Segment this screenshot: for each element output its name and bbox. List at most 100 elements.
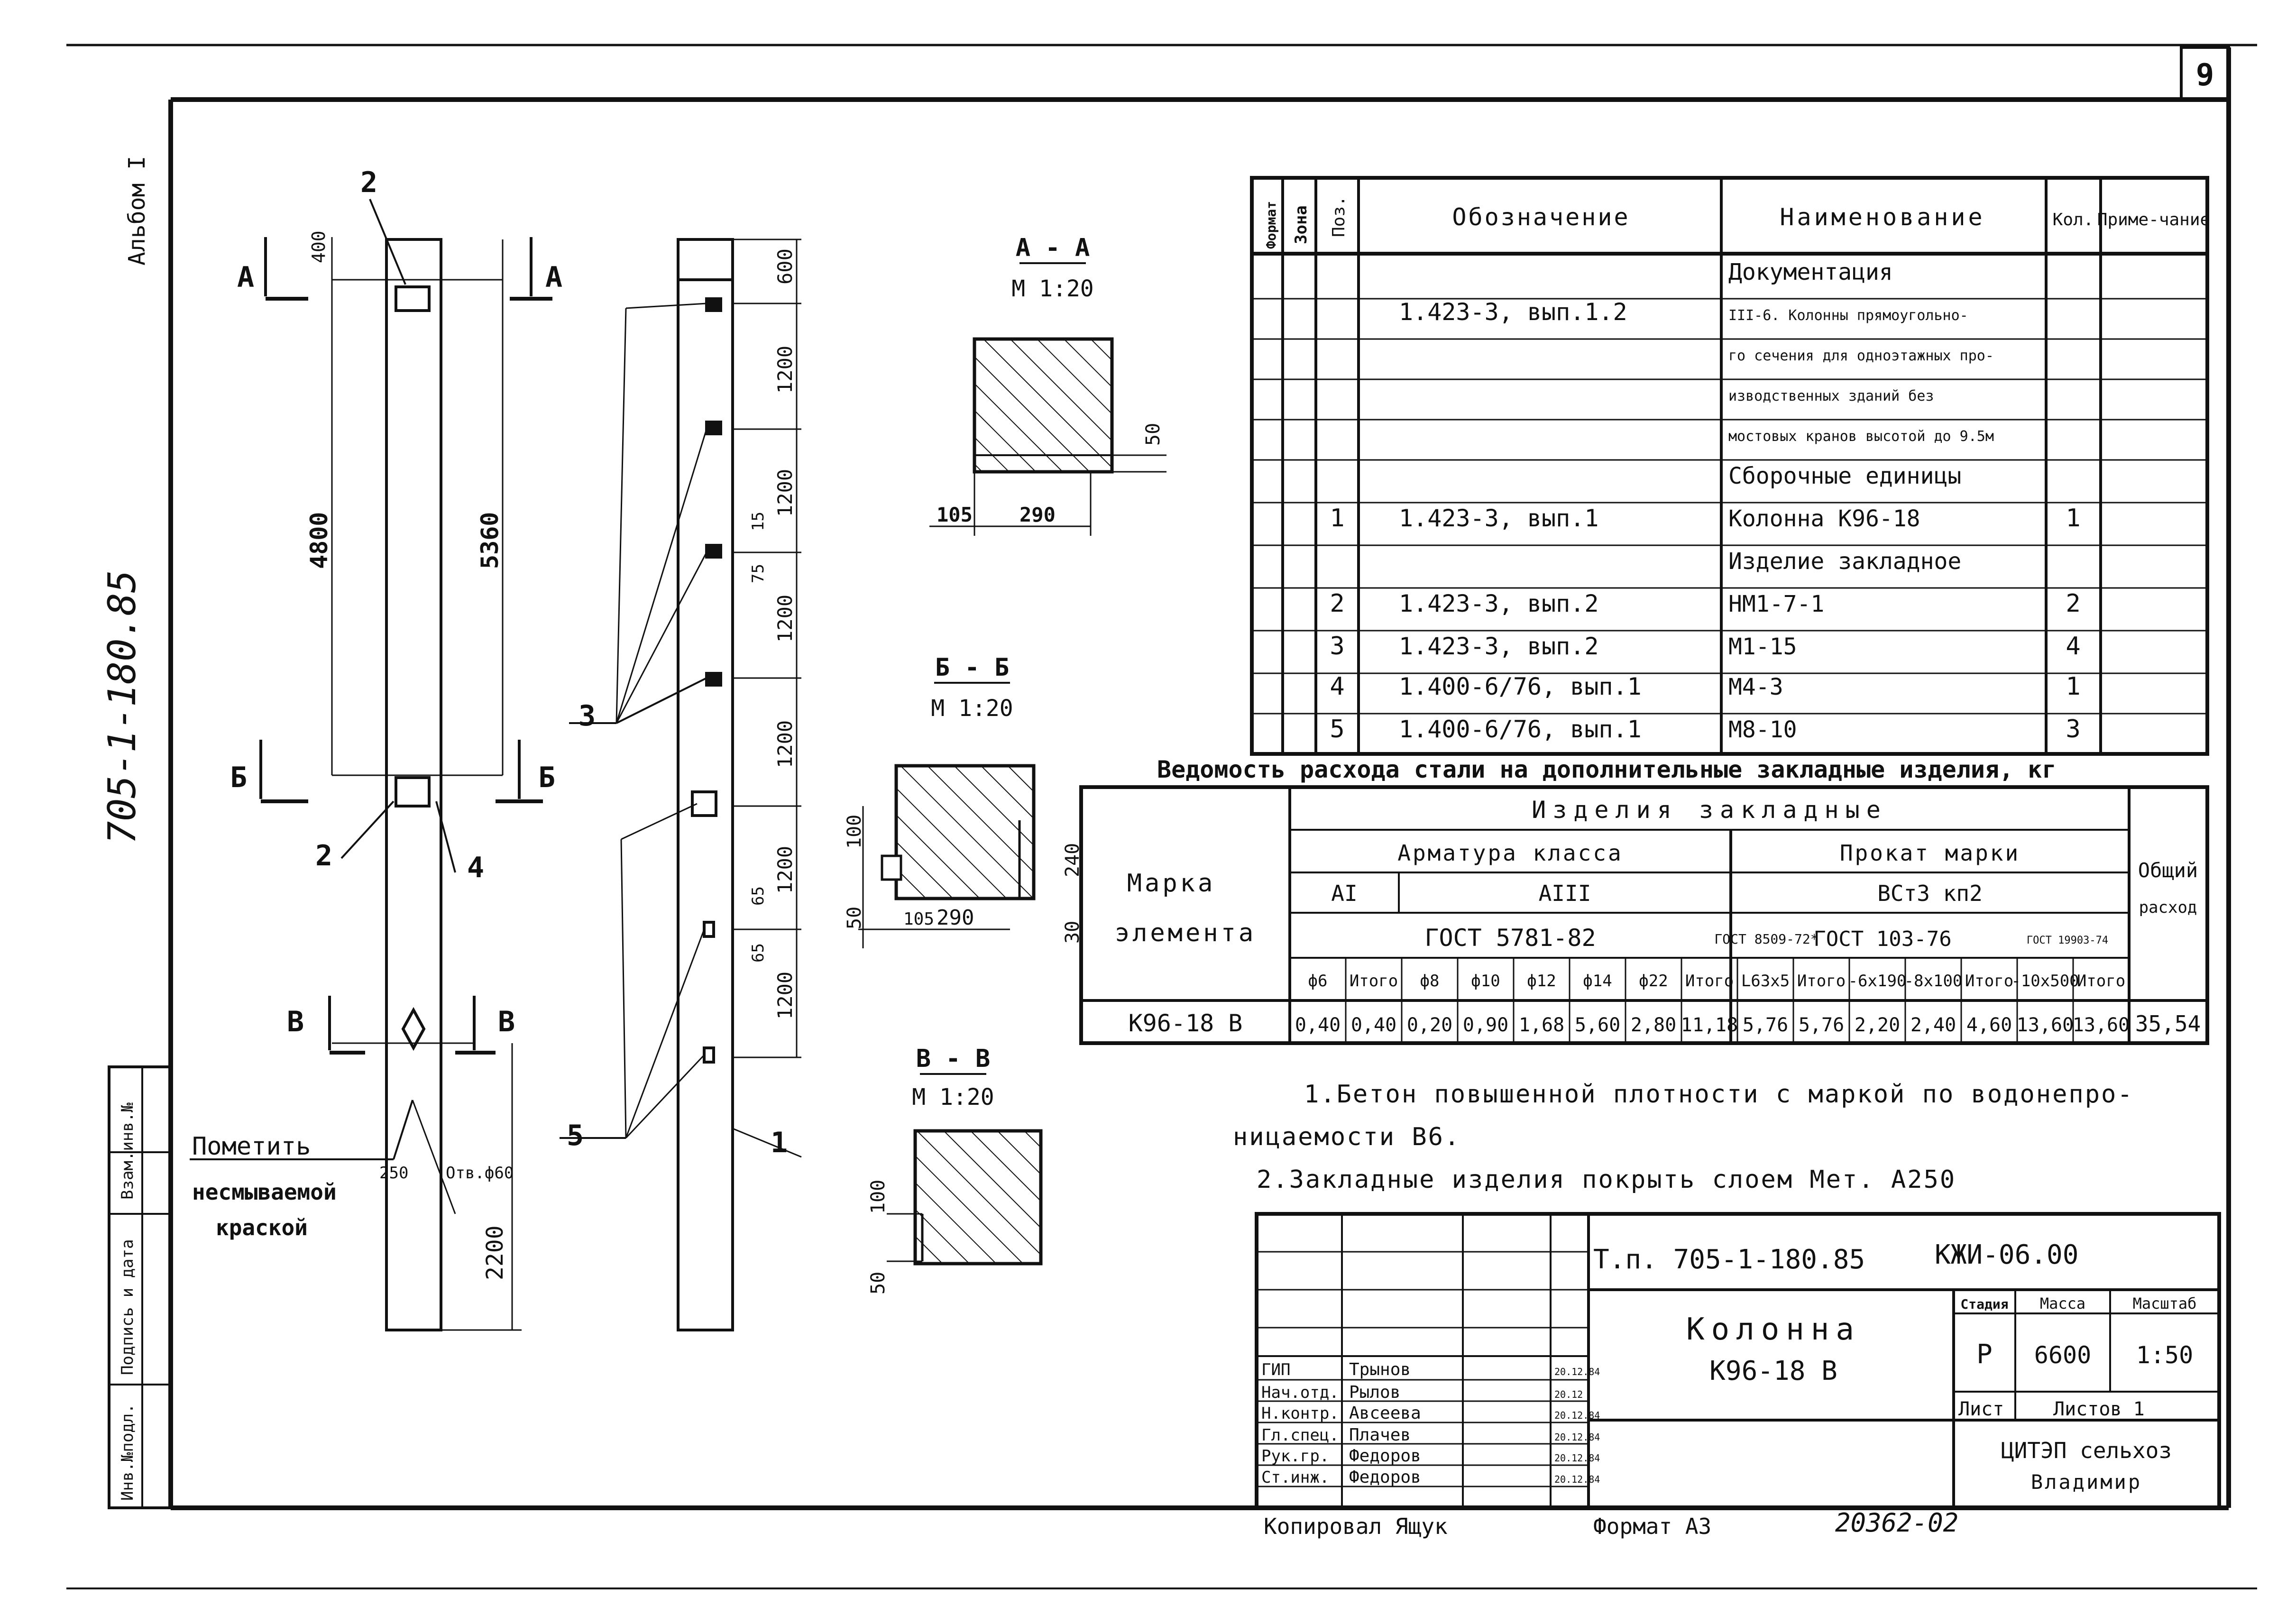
section-mark-b-right: Б <box>538 761 555 794</box>
side-dim-1200-a: 1200 <box>773 346 797 394</box>
dim-2200: 2200 <box>482 1225 508 1280</box>
title-name-1: Колонна <box>1686 1312 1861 1347</box>
spec-table <box>1250 176 2209 756</box>
title-name-2: К96-18 В <box>1709 1356 1837 1386</box>
callout-2-top: 2 <box>360 166 377 199</box>
steel-gost-rolled-1: ГОСТ 8509-72* <box>1714 931 1818 947</box>
steel-rolled-header: Прокат марки <box>1840 840 2020 866</box>
stamp-replace-label: Взам.инв.№ <box>118 1102 137 1200</box>
dim-400: 400 <box>308 230 329 263</box>
signature-name: Плачев <box>1349 1425 1411 1445</box>
signature-date: 20.12.84 <box>1554 1410 1600 1421</box>
stamp-inv-label: Инв.№подл. <box>118 1404 137 1501</box>
section-b-dim-50: 50 <box>844 907 865 929</box>
spec-row-pos: 2 <box>1330 589 1344 618</box>
note-mark-line1: Пометить <box>192 1132 311 1161</box>
section-a-scale: М 1:20 <box>1011 275 1093 302</box>
spec-row-designation: 1.400-6/76, вып.1 <box>1399 673 1642 700</box>
spec-header-pos: Поз. <box>1329 196 1349 237</box>
side-dim-1200-b: 1200 <box>773 469 797 517</box>
side-dim-1200-f: 1200 <box>773 972 797 1019</box>
steel-col-value: 1,68 <box>1519 1014 1564 1036</box>
title-mass-header: Масса <box>2040 1294 2085 1312</box>
callout-2-bottom: 2 <box>315 839 332 872</box>
steel-row-total: 35,54 <box>2135 1011 2201 1037</box>
footer-copied: Копировал Ящук <box>1264 1514 1448 1539</box>
spec-table-header: Формат Зона Поз. Обозначение Наименовани… <box>1263 196 2210 249</box>
hole-label: Отв.ф60 <box>446 1164 514 1183</box>
steel-class-aiii: АIII <box>1539 881 1591 906</box>
spec-header-qty: Кол. <box>2053 210 2094 229</box>
steel-rebar-header: Арматура класса <box>1397 840 1623 866</box>
title-org-1: ЦИТЭП сельхоз <box>2001 1438 2172 1463</box>
signature-name: Федоров <box>1349 1446 1421 1466</box>
title-code: КЖИ-06.00 <box>1935 1239 2078 1270</box>
section-b-title: Б - Б <box>935 653 1010 682</box>
signature-role: Рук.гр. <box>1261 1447 1329 1466</box>
spec-row-name: Документация <box>1728 259 1893 285</box>
steel-mark-header-2: элемента <box>1115 919 1256 947</box>
steel-table-title: Ведомость расхода стали на дополнительны… <box>1157 756 2056 783</box>
steel-class-ai: AI <box>1331 881 1357 906</box>
steel-col-value: 5,76 <box>1799 1014 1844 1036</box>
spec-row-name: мостовых кранов высотой до 9.5м <box>1728 428 1994 445</box>
callout-5: 5 <box>567 1119 584 1152</box>
steel-col-value: 2,80 <box>1631 1014 1676 1036</box>
notes: 1.Бетон повышенной плотности с маркой по… <box>1233 1080 2132 1194</box>
title-sheets-label: Листов 1 <box>2053 1398 2145 1420</box>
side-dim-600: 600 <box>773 248 797 284</box>
title-scale: 1:50 <box>2136 1341 2193 1369</box>
signature-name: Авсеева <box>1349 1404 1421 1423</box>
spec-row-qty: 2 <box>2066 589 2080 618</box>
column-side-dims: 3 5 1 600 1200 1200 1200 1200 1200 1200 … <box>567 248 797 1159</box>
dim-5360: 5360 <box>476 512 504 569</box>
spec-row-designation: 1.400-6/76, вып.1 <box>1399 716 1642 743</box>
signature-role: ГИП <box>1261 1360 1290 1379</box>
steel-row-mark: К96-18 В <box>1129 1009 1243 1037</box>
hole-dim: 250 <box>379 1164 408 1183</box>
steel-total-header-1: Общий <box>2138 859 2198 882</box>
signature-date: 20.12.84 <box>1554 1431 1600 1443</box>
signature-date: 20.12.84 <box>1554 1366 1600 1377</box>
small-dim-75: 75 <box>749 564 768 583</box>
spec-row-name: Колонна К96-18 <box>1728 505 1920 532</box>
spec-row-name: М8-10 <box>1728 716 1797 743</box>
section-v-scale: М 1:20 <box>912 1084 994 1110</box>
note-mark-line2: несмываемой <box>192 1179 337 1205</box>
signature-role: Ст.инж. <box>1261 1468 1329 1487</box>
spec-row-name: М4-3 <box>1728 674 1783 700</box>
section-mark-a-right: А <box>545 261 562 294</box>
spec-header-format: Формат <box>1263 201 1279 249</box>
side-dim-1200-c: 1200 <box>773 595 797 642</box>
steel-gost-rolled-2: ГОСТ 103-76 <box>1813 927 1951 951</box>
small-dim-65-b: 65 <box>749 943 768 963</box>
column-side-view <box>560 238 802 1331</box>
section-a-dim-105: 105 <box>937 503 973 526</box>
title-stage-header: Стадия <box>1960 1296 2008 1312</box>
column-front-view <box>190 199 552 1331</box>
section-b-dim-290: 290 <box>937 906 974 930</box>
section-b-dim-100: 100 <box>844 815 865 849</box>
steel-col-header: ф10 <box>1471 972 1500 991</box>
steel-col-value: 13,60 <box>2073 1014 2130 1036</box>
steel-col-header: -6х190 <box>1848 972 1907 991</box>
note-line-3: 2.Закладные изделия покрыть слоем Мет. А… <box>1257 1165 1956 1194</box>
steel-col-value: 11,18 <box>1681 1014 1738 1036</box>
spec-header-designation: Обозначение <box>1452 203 1630 231</box>
steel-col-value: 5,76 <box>1743 1014 1788 1036</box>
signature-name: Федоров <box>1349 1468 1421 1487</box>
steel-col-header: Итого <box>1797 972 1846 991</box>
spec-row-name: III-6. Колонны прямоугольно- <box>1728 307 1968 324</box>
steel-col-header: Итого <box>1685 972 1734 991</box>
spec-row-name: Изделие закладное <box>1728 548 1961 575</box>
stamp-signature-label: Подпись и дата <box>118 1239 137 1375</box>
section-mark-a-left: А <box>237 261 254 294</box>
spec-row-qty: 1 <box>2066 672 2080 701</box>
steel-col-header: -8х100 <box>1904 972 1963 991</box>
dim-4800: 4800 <box>305 512 333 569</box>
spec-row-designation: 1.423-3, вып.2 <box>1399 633 1598 660</box>
steel-col-header: ф12 <box>1527 972 1556 991</box>
